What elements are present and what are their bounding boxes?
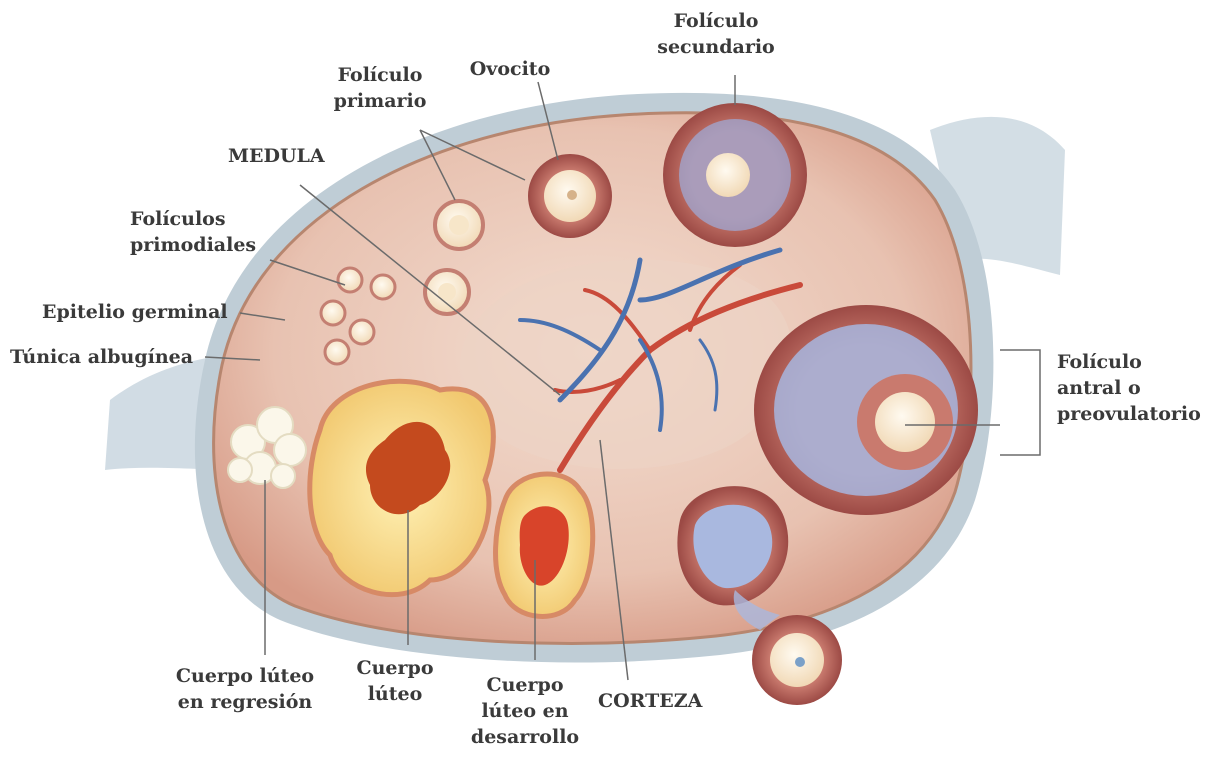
label-ovocito: Ovocito — [455, 56, 565, 82]
label-cuerpo-luteo-desarrollo: Cuerpo lúteo en desarrollo — [460, 672, 590, 750]
corpus-luteum — [310, 381, 494, 594]
label-cuerpo-luteo: Cuerpo lúteo — [340, 655, 450, 707]
ovocito-follicle — [528, 154, 612, 238]
antral-follicle — [754, 305, 978, 515]
secondary-follicle — [663, 103, 807, 247]
label-foliculo-secundario: Folículo secundario — [636, 8, 796, 60]
label-foliculos-primordiales: Folículos primodiales — [130, 206, 256, 258]
label-medula: MEDULA — [228, 143, 325, 169]
label-cuerpo-luteo-regresion: Cuerpo lúteo en regresión — [165, 663, 325, 715]
label-corteza: CORTEZA — [598, 688, 702, 714]
developing-corpus-luteum — [496, 474, 593, 616]
label-epitelio-germinal: Epitelio germinal — [42, 299, 228, 325]
label-tunica-albuginea: Túnica albugínea — [10, 344, 193, 370]
label-foliculo-primario: Folículo primario — [320, 62, 440, 114]
label-foliculo-antral: Folículo antral o preovulatorio — [1057, 349, 1201, 427]
released-oocyte — [752, 615, 842, 705]
